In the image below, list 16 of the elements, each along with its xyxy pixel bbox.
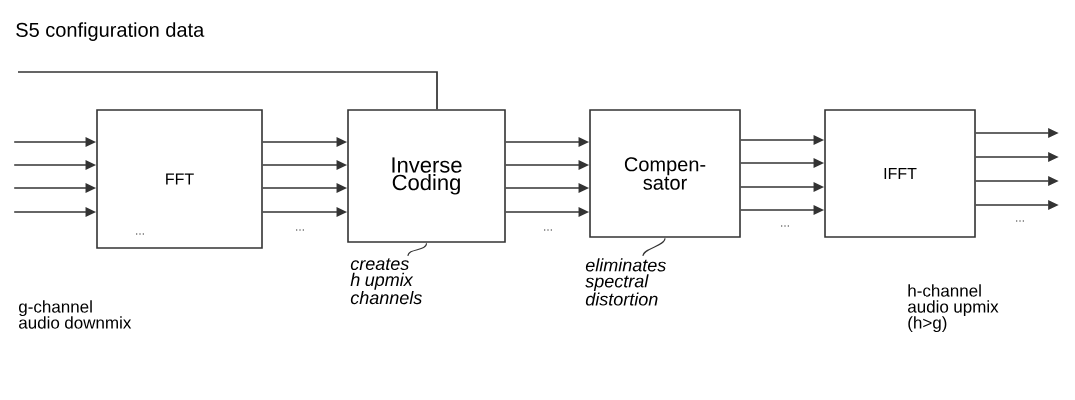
ellipsis-text: ... <box>136 233 144 235</box>
caption-text: g-channel audio downmix <box>19 300 132 329</box>
title-text: S5 configuration data <box>16 22 205 41</box>
ellipsis-text: ... <box>296 229 304 231</box>
ellipsis-text: ... <box>544 229 552 231</box>
signal-line <box>17 71 438 111</box>
process-box: Compen- sator <box>589 109 741 238</box>
ellipsis-text: ... <box>781 225 789 227</box>
leader-line <box>642 237 666 257</box>
process-box: IFFT <box>824 109 976 238</box>
process-box: Inverse Coding <box>347 109 506 243</box>
caption-text: h-channel audio upmix (h>g) <box>908 284 999 333</box>
leader-line <box>407 242 428 257</box>
annotation-text: creates h upmix channels <box>350 258 422 305</box>
ellipsis-text: ... <box>1016 220 1024 222</box>
annotation-text: eliminates spectral distortion <box>585 258 666 306</box>
